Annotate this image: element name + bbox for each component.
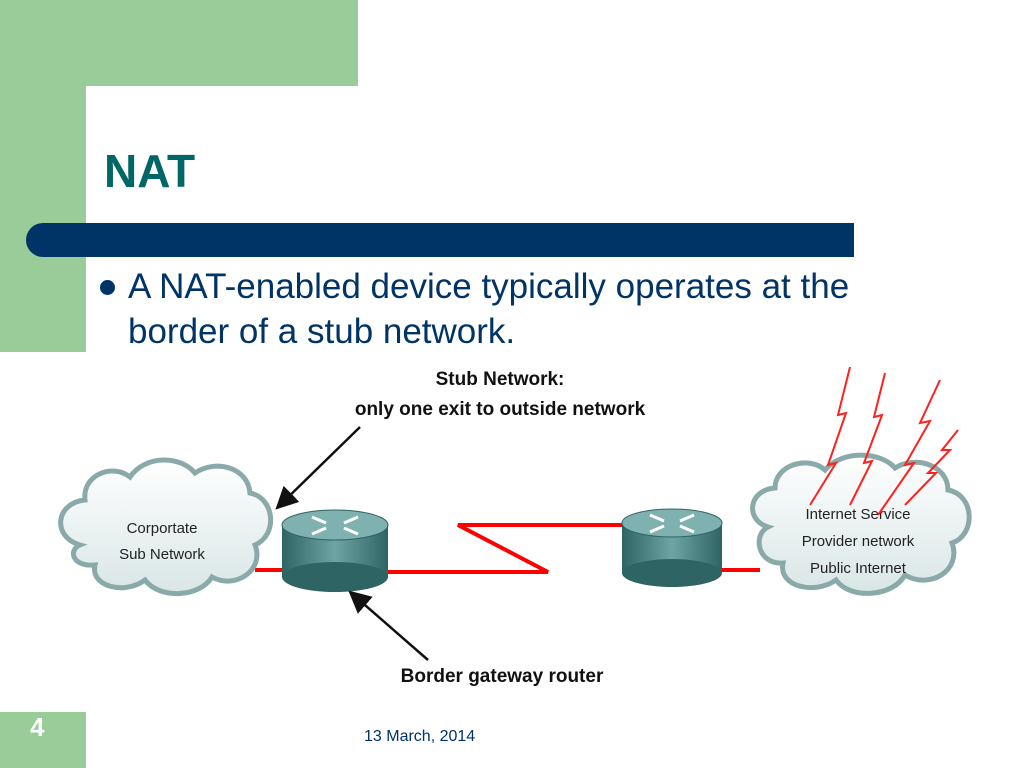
decor-green-side: [0, 0, 86, 352]
left-cloud-line2: Sub Network: [119, 546, 205, 563]
bullet-text: A NAT-enabled device typically operates …: [128, 267, 850, 351]
right-cloud-line3: Public Internet: [810, 560, 907, 577]
isp-router-icon: [621, 508, 723, 587]
stub-network-diagram: Corportate Sub Network Internet Service …: [58, 366, 972, 687]
border-router-label: Border gateway router: [401, 666, 604, 687]
decor-green-footer: [0, 712, 86, 768]
footer-date: 13 March, 2014: [364, 728, 476, 745]
right-cloud-line2: Provider network: [802, 533, 915, 550]
decor-rounded-corner: [86, 86, 206, 206]
right-cloud-line1: Internet Service: [805, 506, 910, 523]
border-router-icon: [281, 509, 389, 592]
diagram-heading-line1: Stub Network:: [436, 369, 565, 390]
serial-link-zigzag: [380, 523, 622, 574]
arrow-to-router-bottom: [348, 590, 429, 661]
diagram-heading-line2: only one exit to outside network: [355, 399, 646, 420]
slide-number: 4: [30, 712, 45, 742]
arrow-to-router-top: [275, 426, 361, 510]
bullet-dot-icon: [100, 280, 115, 295]
left-cloud-line1: Corportate: [127, 520, 198, 537]
isp-cloud: Internet Service Provider network Public…: [750, 452, 972, 596]
title-underline-bar: [26, 223, 854, 257]
corporate-cloud: Corportate Sub Network: [58, 457, 273, 596]
internet-lightning-icon: [809, 366, 959, 516]
slide-title: NAT: [104, 145, 196, 197]
